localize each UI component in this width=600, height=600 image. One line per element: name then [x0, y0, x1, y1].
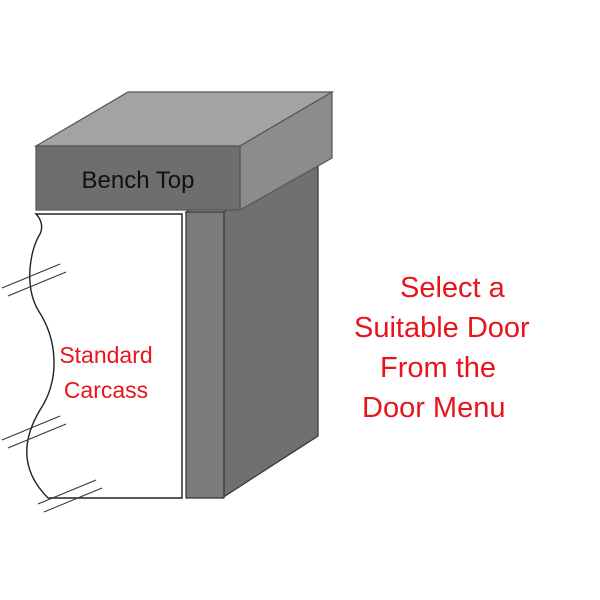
carcass-label-line1: Standard [59, 342, 152, 368]
door-edge-front [185, 211, 225, 499]
instruction-line-3: From the [380, 352, 497, 384]
carcass-panel [25, 213, 183, 499]
carcass-label-line2: Carcass [64, 377, 148, 403]
break-marks [1, 263, 103, 513]
bench-top-front [35, 145, 241, 211]
instruction-line-1: Select a [400, 272, 505, 304]
cabinet-side-panel [221, 163, 319, 500]
bench-top-label: Bench Top [82, 167, 195, 194]
instruction-text: Select a Suitable Door From the Door Men… [340, 268, 570, 428]
instruction-line-4: Door Menu [362, 392, 506, 424]
instruction-line-2: Suitable Door [354, 312, 530, 344]
